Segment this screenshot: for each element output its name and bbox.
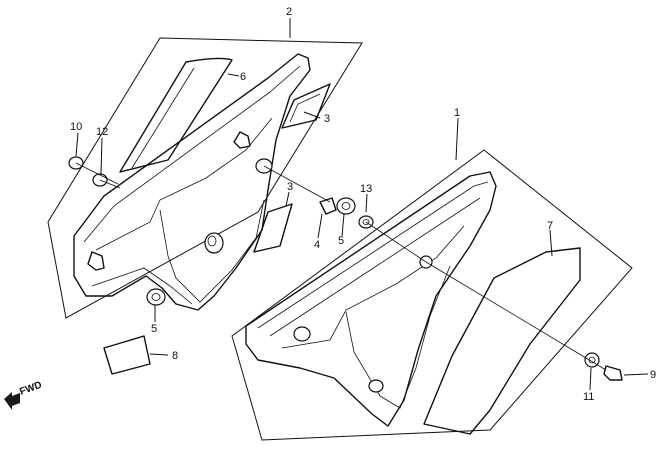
callout-3-upper: 3 <box>324 113 330 125</box>
left-side-cover-assembly <box>47 18 363 375</box>
forward-arrow-icon <box>4 392 20 410</box>
callout-3-lower: 3 <box>287 181 293 193</box>
reflector-3-lower <box>253 203 293 253</box>
grommet-5-right <box>336 197 356 215</box>
callout-labels: 2 6 3 3 4 5 5 8 10 12 13 1 7 11 9 <box>70 6 656 403</box>
fwd-label: FWD <box>18 380 43 398</box>
left-side-cover <box>73 53 311 311</box>
pad-8 <box>103 335 151 375</box>
callout-8: 8 <box>172 350 178 362</box>
decal-panel-7 <box>423 247 581 435</box>
grommet-5-bottom <box>146 288 166 306</box>
right-side-cover <box>245 171 497 427</box>
callout-5-right: 5 <box>338 235 344 247</box>
callout-9: 9 <box>650 369 656 381</box>
reflector-3-upper <box>281 83 331 129</box>
grommet-4 <box>319 197 337 215</box>
callout-7: 7 <box>547 220 553 232</box>
bolt-9 <box>603 365 623 381</box>
callout-5-bottom: 5 <box>151 323 157 335</box>
callout-12: 12 <box>96 126 108 138</box>
forward-direction-indicator: FWD <box>4 380 43 410</box>
emblem-stripe-6 <box>119 57 233 173</box>
callout-2: 2 <box>286 6 292 18</box>
callout-1: 1 <box>454 107 460 119</box>
callout-11: 11 <box>583 391 594 403</box>
callout-4: 4 <box>314 239 320 251</box>
right-side-cover-assembly <box>231 117 649 441</box>
callout-13: 13 <box>360 183 372 195</box>
callout-6: 6 <box>240 71 246 83</box>
callout-10: 10 <box>70 121 82 133</box>
